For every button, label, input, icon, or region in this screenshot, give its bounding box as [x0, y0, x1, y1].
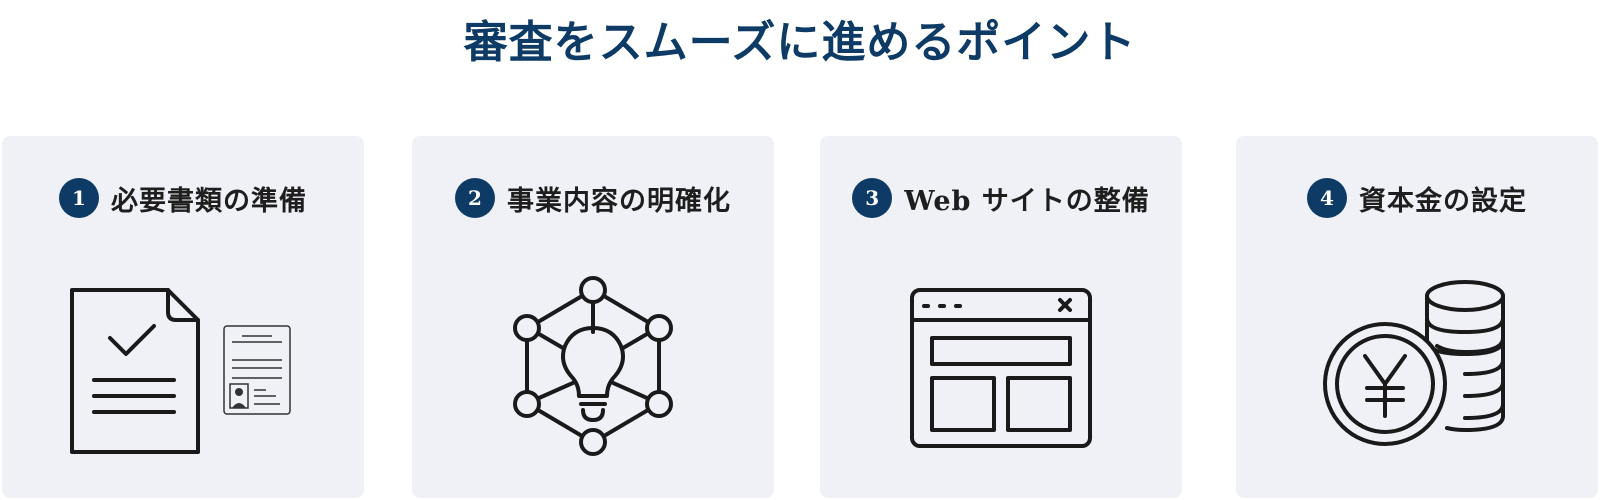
yen-coins-icon: [1236, 276, 1598, 476]
card-label: Web サイトの整備: [904, 185, 1150, 217]
card-header: 2 事業内容の明確化: [412, 178, 774, 218]
card-required-documents: 1 必要書類の準備: [2, 136, 364, 498]
card-website: 3 Web サイトの整備: [820, 136, 1182, 498]
step-number-badge: 2: [455, 178, 495, 218]
card-header: 3 Web サイトの整備: [820, 178, 1182, 218]
step-number-badge: 4: [1307, 178, 1347, 218]
browser-window-icon: [820, 276, 1182, 476]
lightbulb-network-icon: [412, 276, 774, 476]
card-label: 必要書類の準備: [111, 185, 307, 217]
page-title: 審査をスムーズに進めるポイント: [463, 17, 1137, 68]
card-label: 事業内容の明確化: [507, 185, 731, 217]
card-capital: 4 資本金の設定: [1236, 136, 1598, 498]
documents-icon: [2, 276, 364, 476]
step-number-badge: 3: [852, 178, 893, 218]
card-label: 資本金の設定: [1359, 185, 1527, 217]
card-business-clarity: 2 事業内容の明確化: [412, 136, 774, 498]
card-header: 1 必要書類の準備: [2, 178, 364, 218]
step-number-badge: 1: [59, 178, 99, 218]
card-header: 4 資本金の設定: [1236, 178, 1598, 218]
